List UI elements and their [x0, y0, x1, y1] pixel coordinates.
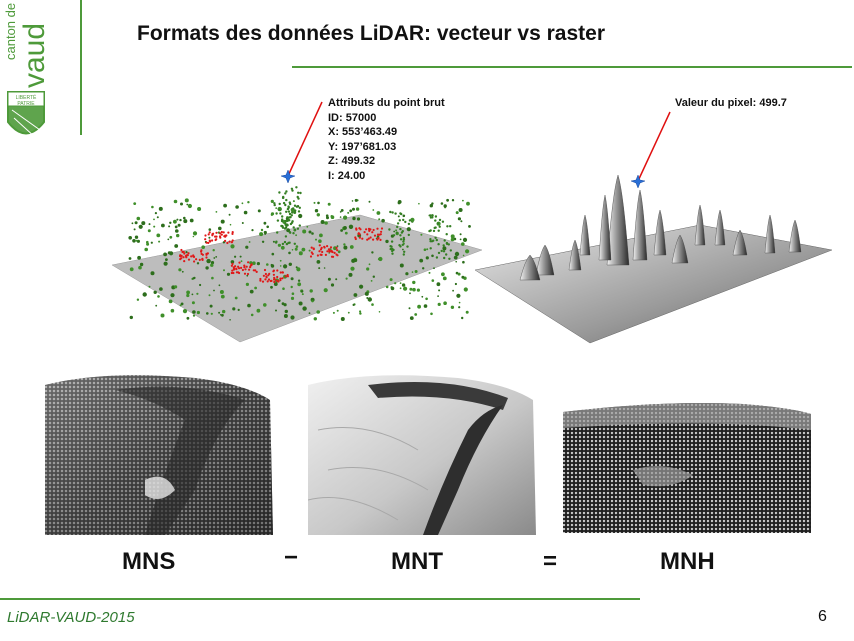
logo-text-canton: canton de [3, 3, 18, 60]
point-attributes-heading: Attributs du point brut [328, 97, 445, 109]
formula-mnt: MNT [391, 548, 443, 575]
mns-terrain-image [45, 375, 273, 535]
pixel-pointer-line [637, 111, 671, 182]
point-attribute-y: Y: 197’681.03 [328, 140, 397, 153]
raster-surface-image [474, 175, 833, 344]
mnt-terrain-image [308, 375, 536, 535]
point-cloud-image [111, 186, 483, 343]
logo-motto-top: LIBERTÉ [16, 94, 37, 101]
page-number: 6 [818, 608, 827, 625]
formula-mns: MNS [122, 548, 176, 575]
point-attribute-i: I: 24.00 [328, 169, 366, 182]
point-attribute-x: X: 553’463.49 [328, 126, 398, 138]
footer-rule [0, 598, 640, 600]
mnh-terrain-image [563, 403, 811, 533]
title-underline [292, 66, 852, 68]
point-attribute-z: Z: 499.32 [328, 155, 376, 167]
formula-minus-sign: − [284, 544, 299, 571]
canton-vaud-logo: canton de vaud LIBERTÉ PATRIE [3, 3, 51, 139]
point-attributes-annotation: Attributs du point brut ID: 57000 X: 553… [328, 96, 445, 183]
slide-title: Formats des données LiDAR: vecteur vs ra… [137, 22, 605, 45]
pixel-value-annotation: Valeur du pixel: 499.7 [675, 97, 787, 109]
formula-equals-sign: = [543, 548, 558, 575]
point-attribute-id: ID: 57000 [328, 111, 377, 124]
logo-motto-bottom: PATRIE [17, 101, 35, 107]
formula-mnh: MNH [660, 548, 715, 575]
logo-divider [80, 0, 82, 135]
logo-text-vaud: vaud [18, 23, 51, 88]
footer-title: LiDAR-VAUD-2015 [7, 609, 135, 626]
point-pointer-line [287, 101, 323, 177]
